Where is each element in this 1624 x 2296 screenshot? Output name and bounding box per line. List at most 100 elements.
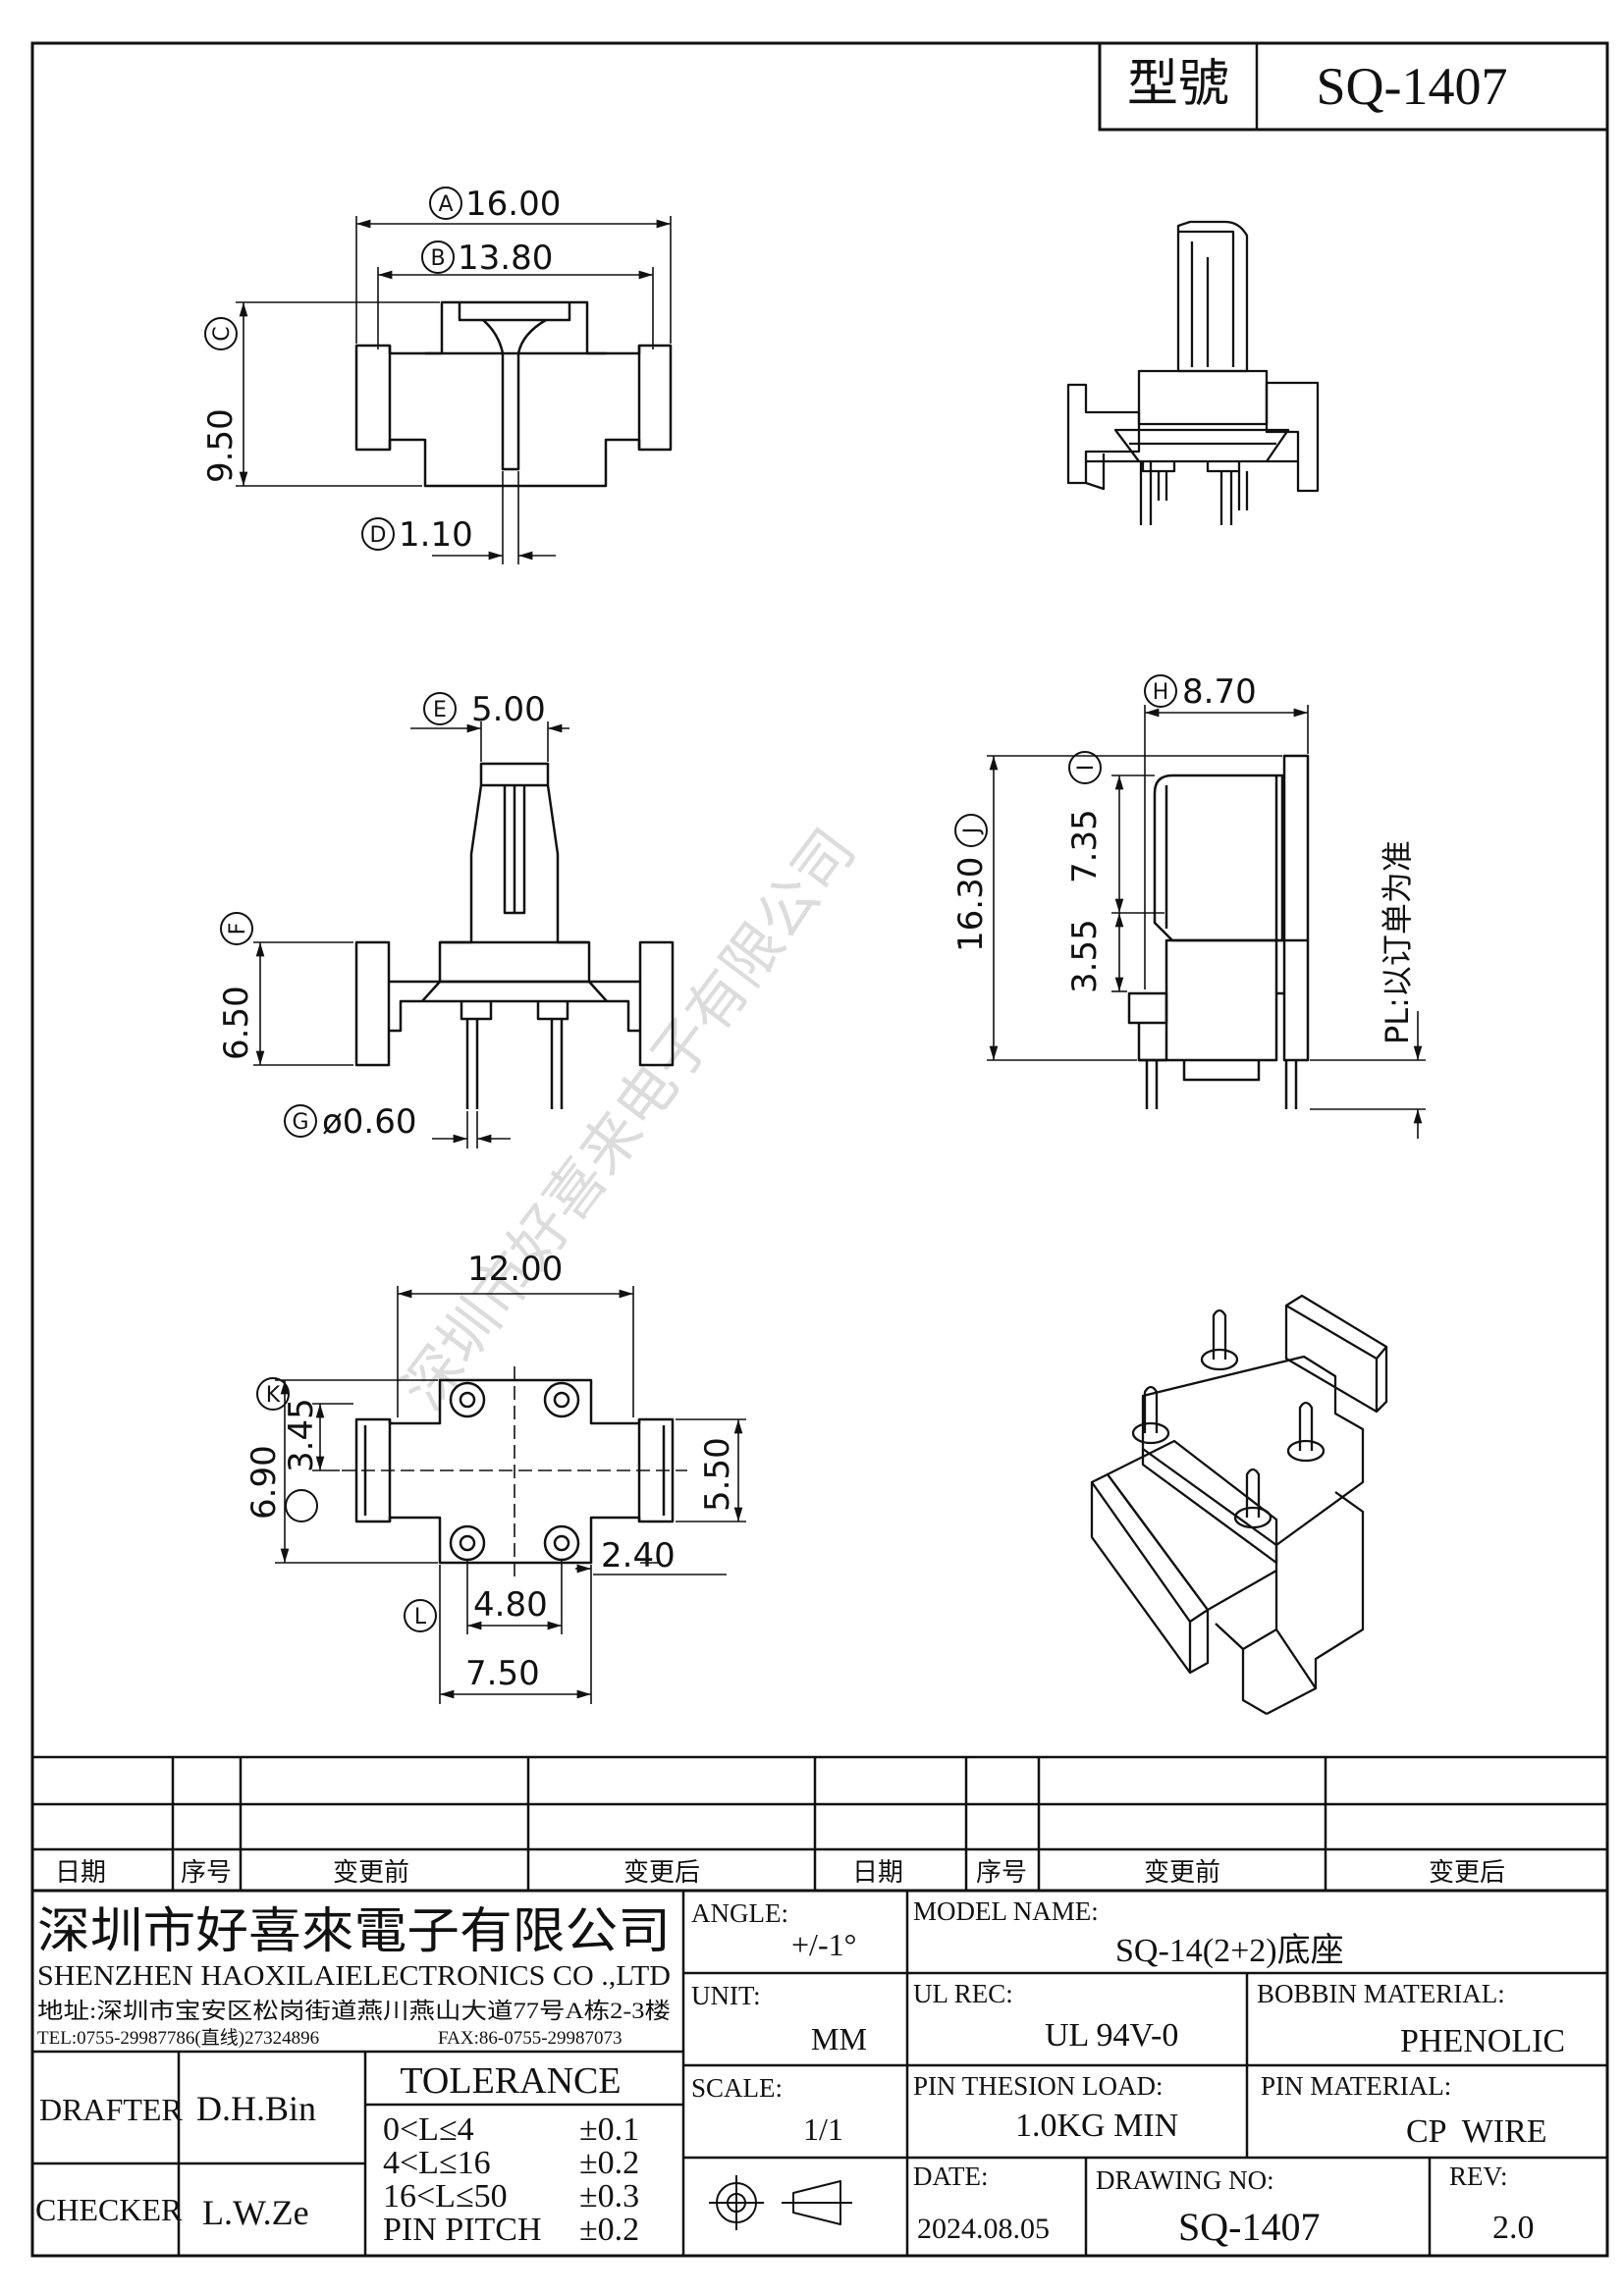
pin-material-value: CP WIRE (1406, 2113, 1547, 2150)
rev-col-before-1: 变更前 (333, 1858, 409, 1888)
rev-value: 2.0 (1492, 2210, 1535, 2246)
dim-G-value: ø0.60 (322, 1102, 417, 1142)
drawing-no-label: DRAWING NO: (1096, 2165, 1274, 2195)
dim-E-value: 5.00 (471, 690, 546, 729)
tol-value-3: ±0.3 (579, 2178, 639, 2215)
dim-240: 2.40 (601, 1536, 676, 1575)
tolerance-block: TOLERANCE 0<L≤4 ±0.1 4<L≤16 ±0.2 16<L≤50… (365, 2060, 683, 2248)
tol-range-4: PIN PITCH (383, 2212, 542, 2248)
dim-J: 16.30 J (951, 814, 991, 952)
tol-value-1: ±0.1 (579, 2111, 639, 2148)
checker-label: CHECKER (35, 2192, 183, 2227)
dim-F-value: 6.50 (217, 986, 256, 1060)
dim-A: A 16.00 (429, 185, 561, 224)
dim-B-value: 13.80 (458, 239, 553, 278)
angle-label: ANGLE: (691, 1898, 788, 1928)
pl-note: PL:以订单为准 (1379, 840, 1416, 1044)
angle-value: +/-1° (791, 1927, 856, 1962)
tol-value-4: ±0.2 (579, 2212, 639, 2248)
dim-H-mark: H (1153, 680, 1169, 705)
dim-E: E 5.00 (423, 690, 546, 729)
dim-K-mark-group: K (256, 1377, 290, 1411)
date-value: 2024.08.05 (917, 2213, 1050, 2245)
right-side-view-dims (987, 705, 1426, 1139)
dim-I-value: 7.35 (1065, 809, 1105, 883)
title-block (32, 1755, 1607, 2256)
company-address: 地址:深圳市宝安区松岗街道燕川燕山大道77号A栋2-3楼 (37, 1999, 671, 2023)
dim-355: 3.55 (1065, 919, 1105, 993)
model-badge: 型號 SQ-1407 (1098, 41, 1609, 132)
drawing-no-value: SQ-1407 (1178, 2205, 1320, 2249)
dim-F-mark: F (226, 923, 250, 935)
front-view (354, 300, 673, 488)
dim-750: 7.50 (465, 1654, 540, 1693)
unit-label: UNIT: (691, 1981, 761, 2010)
dim-A-value: 16.00 (465, 185, 561, 224)
dim-C-value: 9.50 (201, 408, 241, 483)
rev-col-after-2: 变更后 (1429, 1858, 1505, 1888)
dim-K: 3.45 (282, 1398, 321, 1522)
dim-B-mark: B (430, 246, 445, 271)
dimension-labels: A 16.00 B 13.80 9.50 C D 1.10 E 5.00 6.5… (201, 185, 1416, 1693)
pin-load-value: 1.0KG MIN (1015, 2108, 1178, 2144)
dim-L: L 4.80 (404, 1585, 548, 1632)
people-block: DRAFTER D.H.Bin CHECKER L.W.Ze (35, 2089, 316, 2232)
company-info: 深圳市好喜來電子有限公司 SHENZHEN HAOXILAIELECTRONIC… (37, 1903, 671, 2049)
dim-F: 6.50 F (217, 912, 256, 1060)
rev-col-before-2: 变更前 (1144, 1858, 1220, 1888)
dim-D-mark: D (370, 523, 387, 548)
dim-1200: 12.00 (467, 1250, 563, 1289)
dim-D: D 1.10 (361, 515, 473, 555)
dim-I: 7.35 I (1065, 751, 1105, 883)
rev-col-date-1: 日期 (55, 1858, 106, 1888)
ul-rec-value: UL 94V-0 (1045, 2017, 1178, 2054)
front-view-dims (236, 216, 672, 564)
date-label: DATE: (913, 2162, 989, 2191)
scale-label: SCALE: (691, 2073, 783, 2103)
tol-range-2: 4<L≤16 (383, 2145, 491, 2181)
pin-material-label: PIN MATERIAL: (1261, 2071, 1451, 2101)
model-name-value: SQ-14(2+2)底座 (1115, 1932, 1344, 1969)
dim-C: 9.50 C (201, 317, 241, 483)
rev-col-no-1: 序号 (181, 1858, 232, 1888)
tol-range-3: 16<L≤50 (383, 2178, 508, 2215)
scale-value: 1/1 (803, 2111, 843, 2147)
model-code: SQ-1407 (1316, 57, 1507, 116)
drafter-label: DRAFTER (39, 2092, 183, 2127)
spec-block: ANGLE: +/-1° UNIT: MM SCALE: 1/1 MODEL N… (691, 1896, 1565, 2249)
company-fax: FAX:86-0755-29987073 (438, 2028, 623, 2049)
sheet-border (30, 41, 1609, 2258)
pin-load-label: PIN THESION LOAD: (913, 2071, 1164, 2101)
dim-J-mark: J (960, 828, 985, 836)
tolerance-title: TOLERANCE (400, 2060, 621, 2102)
iso-view-top (1066, 220, 1320, 525)
dim-690: 6.90 (244, 1445, 284, 1520)
side-view-dims (253, 721, 569, 1148)
unit-value: MM (811, 2021, 867, 2056)
dim-L-mark: L (414, 1605, 427, 1629)
dim-B: B 13.80 (421, 239, 553, 278)
drafter-name: D.H.Bin (196, 2089, 316, 2128)
tol-value-2: ±0.2 (579, 2145, 639, 2181)
dim-G: G ø0.60 (284, 1102, 417, 1142)
right-side-view (1127, 754, 1310, 1109)
dim-H-value: 8.70 (1182, 672, 1257, 712)
checker-name: L.W.Ze (202, 2193, 309, 2232)
revision-headers: 日期 序号 变更前 变更后 日期 序号 变更前 变更后 (55, 1858, 1505, 1888)
rev-col-date-2: 日期 (852, 1858, 903, 1888)
model-name-label: MODEL NAME: (913, 1896, 1099, 1926)
type-label: 型號 (1127, 55, 1229, 114)
company-name-cn: 深圳市好喜來電子有限公司 (37, 1903, 671, 1958)
dim-G-mark: G (292, 1110, 308, 1135)
watermark: 深圳市好喜来电子有限公司 (391, 818, 868, 1421)
side-view (354, 762, 675, 1109)
dim-C-mark: C (210, 326, 235, 341)
dim-D-value: 1.10 (399, 515, 473, 555)
company-name-en: SHENZHEN HAOXILAIELECTRONICS CO .,LTD (37, 1960, 671, 1992)
dim-H: H 8.70 (1144, 672, 1257, 712)
tol-range-1: 0<L≤4 (383, 2111, 474, 2148)
company-tel: TEL:0755-29987786(直线)27324896 (37, 2027, 319, 2049)
dim-J-value: 16.30 (951, 857, 991, 952)
projection-symbol (709, 2175, 852, 2230)
